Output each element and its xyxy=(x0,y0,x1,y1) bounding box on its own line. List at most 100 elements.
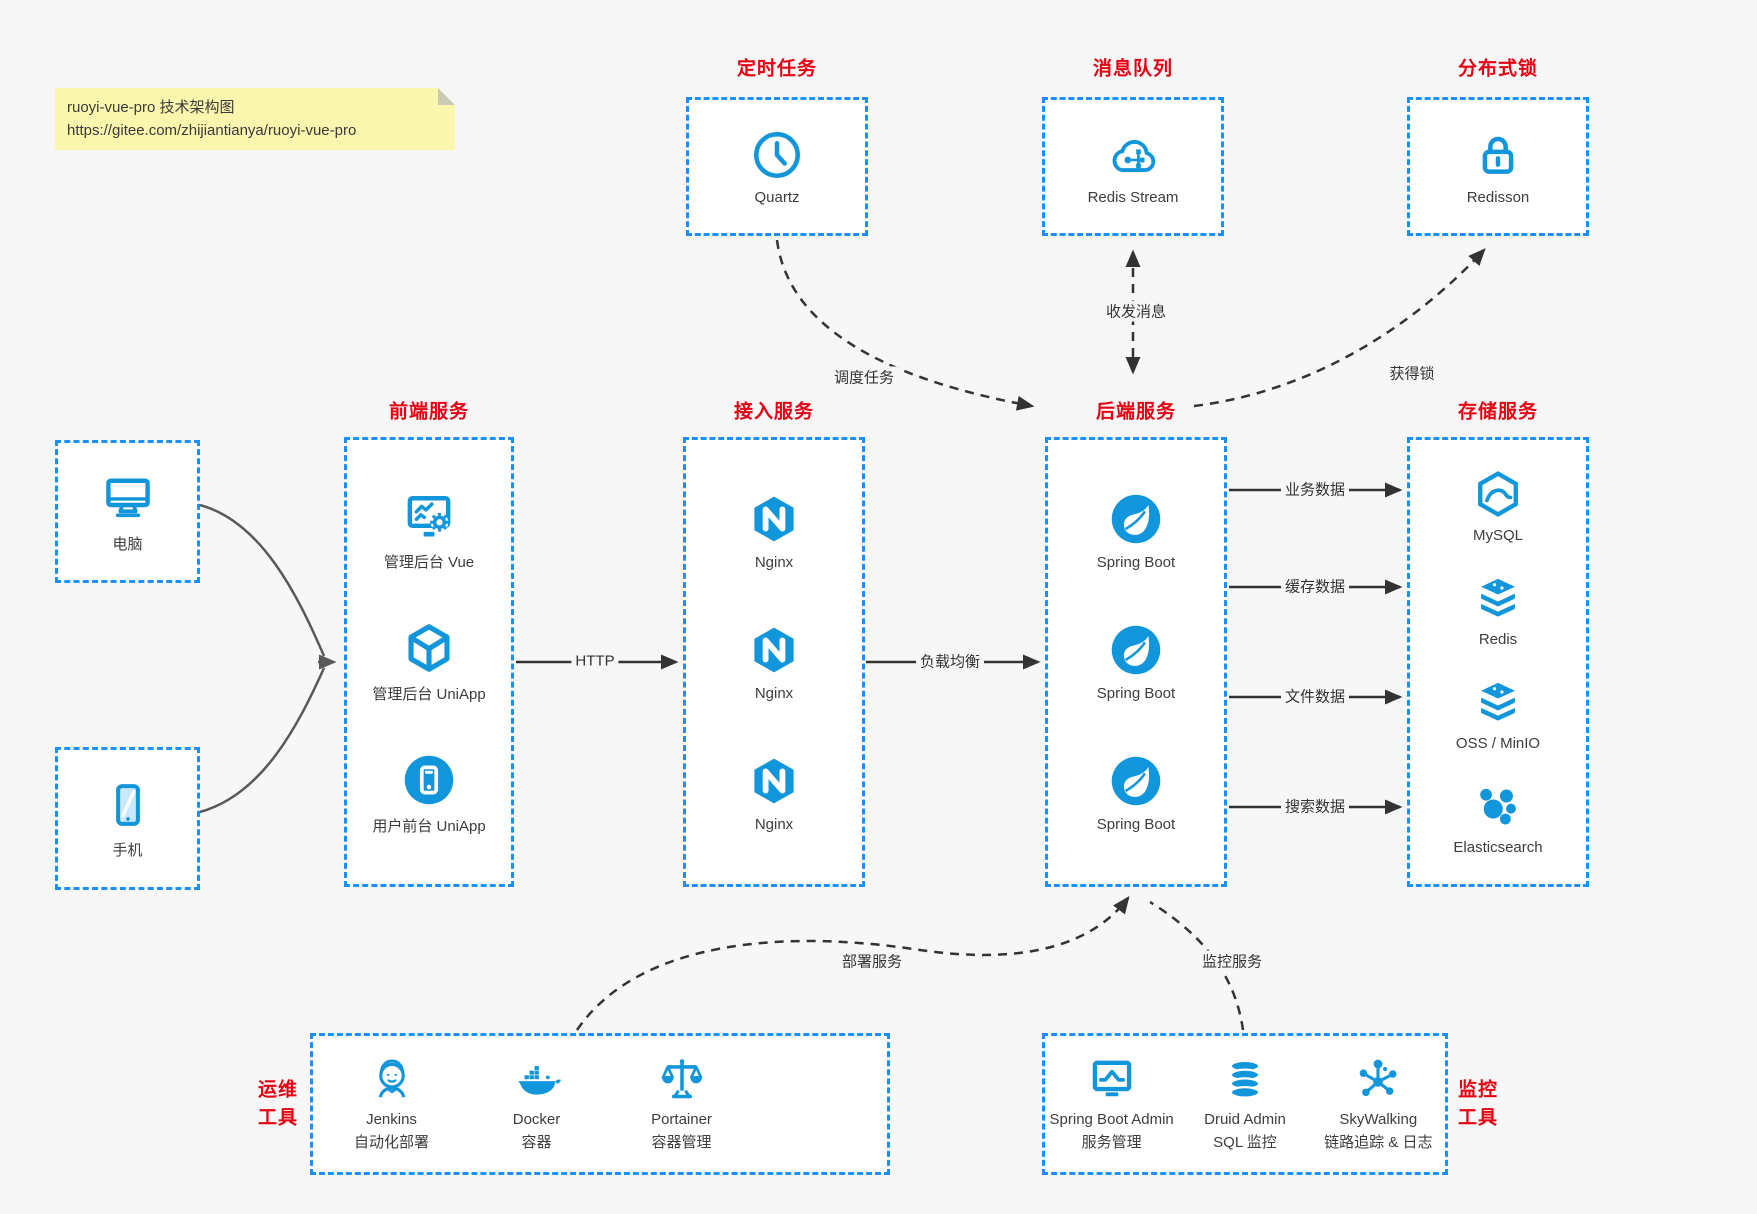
edge-label-http: HTTP xyxy=(571,652,619,670)
spring-boot-icon xyxy=(1108,622,1164,678)
storage-item-elasticsearch: Elasticsearch xyxy=(1453,780,1543,856)
group-title-distributed-lock: 分布式锁 xyxy=(1457,58,1539,80)
storage-stack-icon xyxy=(1472,676,1524,728)
ops-tools-title-line2: 工具 xyxy=(257,1107,299,1128)
column-title-backend: 后端服务 xyxy=(1095,401,1177,423)
edge-label-file-data: 文件数据 xyxy=(1280,685,1350,707)
spring-boot-label: Spring Boot xyxy=(1096,554,1176,571)
backend-item-spring-boot-1: Spring Boot xyxy=(1097,491,1175,571)
admin-vue-icon xyxy=(401,488,457,544)
skywalking-sublabel: 链路追踪 & 日志 xyxy=(1324,1133,1433,1151)
docker-label-block: Docker 容器 xyxy=(513,1109,561,1154)
nginx-label: Nginx xyxy=(754,685,794,702)
jenkins-label-block: Jenkins 自动化部署 xyxy=(354,1109,429,1154)
mobile-client-item: 手机 xyxy=(101,778,155,860)
redis-stream-item: Redis Stream xyxy=(1088,128,1178,206)
spring-boot-admin-sublabel: 服务管理 xyxy=(1081,1133,1142,1151)
edge-label-search-data: 搜索数据 xyxy=(1280,795,1350,817)
monitor-item-spring-boot-admin: Spring Boot Admin 服务管理 xyxy=(1045,1054,1178,1154)
edge-label-acquire-lock: 获得锁 xyxy=(1385,362,1439,384)
druid-sublabel: SQL 监控 xyxy=(1213,1133,1277,1151)
note-title: ruoyi-vue-pro 技术架构图 xyxy=(67,99,235,116)
storage-item-mysql: MySQL xyxy=(1472,468,1524,544)
nginx-icon xyxy=(746,491,802,547)
monitor-tools-title: 监控 工具 xyxy=(1458,1076,1498,1131)
skywalking-label: SkyWalking xyxy=(1339,1111,1418,1128)
nginx-label: Nginx xyxy=(754,554,794,571)
edge-label-schedule-task: 调度任务 xyxy=(829,366,899,388)
elasticsearch-label: Elasticsearch xyxy=(1453,839,1543,856)
edge-label-send-receive-message: 收发消息 xyxy=(1101,300,1171,322)
jenkins-sublabel: 自动化部署 xyxy=(353,1133,429,1151)
clock-icon xyxy=(750,128,804,182)
spring-boot-admin-label-block: Spring Boot Admin 服务管理 xyxy=(1050,1109,1174,1154)
mobile-client-label: 手机 xyxy=(112,841,143,859)
pc-client-item: 电脑 xyxy=(100,470,156,554)
uniapp-cube-icon xyxy=(401,620,457,676)
spring-boot-icon xyxy=(1108,491,1164,547)
monitor-tools-box: Spring Boot Admin 服务管理 Druid Admin SQL 监… xyxy=(1042,1033,1448,1175)
user-uniapp-label: 用户前台 UniApp xyxy=(372,818,486,835)
elasticsearch-icon xyxy=(1472,780,1524,832)
arrow-acquire-lock xyxy=(1193,248,1486,408)
storage-item-redis: Redis xyxy=(1472,572,1524,648)
portainer-label-block: Portainer 容器管理 xyxy=(651,1109,712,1154)
ops-tools-title: 运维 工具 xyxy=(258,1076,298,1131)
connector-pc-to-frontend xyxy=(199,503,326,657)
jenkins-label: Jenkins xyxy=(366,1111,417,1128)
ops-tools-box: Jenkins 自动化部署 Docker 容器 Portainer 容器管理 xyxy=(310,1033,890,1175)
column-title-storage: 存储服务 xyxy=(1457,401,1539,423)
ops-item-docker: Docker 容器 xyxy=(464,1054,609,1154)
monitor-item-skywalking: SkyWalking 链路追踪 & 日志 xyxy=(1312,1054,1445,1154)
frontend-box: 管理后台 Vue 管理后台 UniApp 用户前台 UniApp xyxy=(344,437,514,887)
mobile-client-box: 手机 xyxy=(55,747,200,890)
frontend-item-user-uniapp: 用户前台 UniApp xyxy=(372,752,486,836)
note-fold-corner xyxy=(438,88,455,105)
spring-boot-label: Spring Boot xyxy=(1096,685,1176,702)
sticky-note: ruoyi-vue-pro 技术架构图 https://gitee.com/zh… xyxy=(55,88,455,150)
druid-icon xyxy=(1220,1054,1270,1104)
redisson-item: Redisson xyxy=(1466,128,1530,206)
nginx-icon xyxy=(746,753,802,809)
edge-label-monitor-service: 监控服务 xyxy=(1197,950,1267,972)
user-uniapp-icon xyxy=(401,752,457,808)
nginx-icon xyxy=(746,622,802,678)
cloud-stream-icon xyxy=(1105,128,1161,182)
quartz-item: Quartz xyxy=(750,128,804,206)
docker-sublabel: 容器 xyxy=(521,1133,552,1151)
access-item-nginx-1: Nginx xyxy=(746,491,802,571)
column-title-frontend: 前端服务 xyxy=(388,401,470,423)
redis-label: Redis xyxy=(1478,631,1518,648)
quartz-box: Quartz xyxy=(686,97,868,236)
portainer-sublabel: 容器管理 xyxy=(651,1133,712,1151)
portainer-label: Portainer xyxy=(651,1111,712,1128)
spring-boot-icon xyxy=(1108,753,1164,809)
skywalking-label-block: SkyWalking 链路追踪 & 日志 xyxy=(1324,1109,1432,1154)
admin-uniapp-label: 管理后台 UniApp xyxy=(372,686,486,703)
connector-mobile-to-frontend xyxy=(199,667,326,814)
frontend-item-admin-vue: 管理后台 Vue xyxy=(384,488,474,572)
spring-boot-admin-icon xyxy=(1087,1054,1137,1104)
nginx-label: Nginx xyxy=(754,816,794,833)
edge-label-load-balance: 负载均衡 xyxy=(915,650,985,672)
ops-item-portainer: Portainer 容器管理 xyxy=(609,1054,754,1154)
jenkins-icon xyxy=(367,1054,417,1104)
docker-label: Docker xyxy=(512,1111,561,1128)
druid-label-block: Druid Admin SQL 监控 xyxy=(1204,1109,1286,1154)
spring-boot-label: Spring Boot xyxy=(1096,816,1176,833)
admin-vue-label: 管理后台 Vue xyxy=(383,554,475,571)
spring-boot-admin-label: Spring Boot Admin xyxy=(1049,1111,1174,1128)
note-url: https://gitee.com/zhijiantianya/ruoyi-vu… xyxy=(67,121,357,139)
column-title-access: 接入服务 xyxy=(733,401,815,423)
redis-icon xyxy=(1472,572,1524,624)
redisson-label: Redisson xyxy=(1466,188,1530,206)
monitor-tools-title-line2: 工具 xyxy=(1457,1107,1499,1128)
portainer-icon xyxy=(657,1054,707,1104)
lock-icon xyxy=(1471,128,1525,182)
pc-client-box: 电脑 xyxy=(55,440,200,583)
desktop-icon xyxy=(100,470,156,526)
edge-label-cache-data: 缓存数据 xyxy=(1280,575,1350,597)
redis-stream-box: Redis Stream xyxy=(1042,97,1224,236)
ops-tools-title-line1: 运维 xyxy=(257,1079,299,1101)
